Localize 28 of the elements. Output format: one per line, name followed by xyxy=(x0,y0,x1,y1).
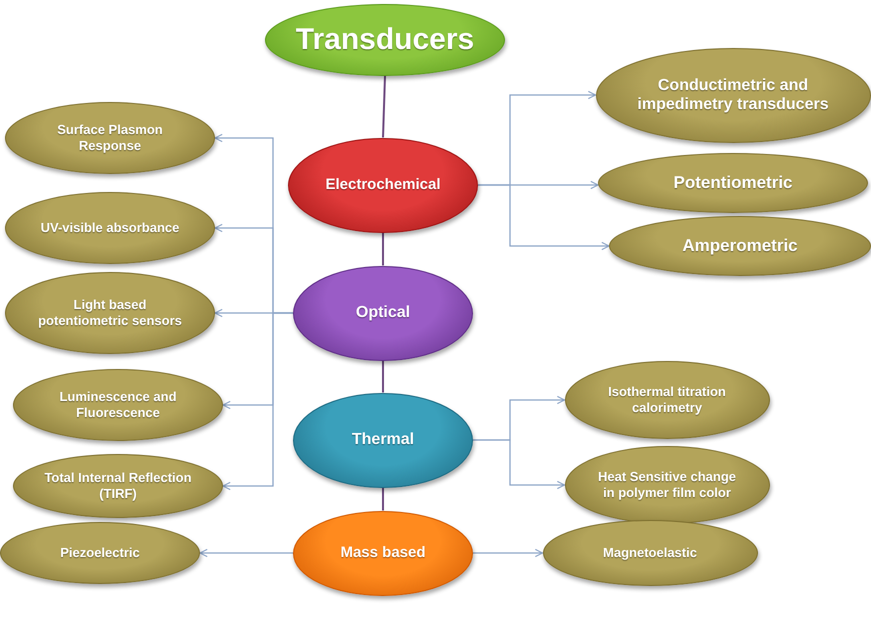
node-label: Optical xyxy=(356,303,410,323)
arrow xyxy=(473,439,566,490)
node-label: Electrochemical xyxy=(325,176,441,194)
node-label: Potentiometric xyxy=(673,172,793,194)
ellipse-node xyxy=(609,216,871,276)
node-label: Surface Plasmon Response xyxy=(56,122,164,154)
connector-line xyxy=(382,76,386,138)
connector-line xyxy=(382,232,384,266)
node-label: Isothermal titration calorimetry xyxy=(607,384,727,416)
node-label: Mass based xyxy=(340,544,426,562)
arrow xyxy=(222,312,293,490)
arrow xyxy=(473,548,544,558)
node-label: Heat Sensitive change in polymer film color xyxy=(597,469,737,501)
node-label: Conductimetric and impedimetry transducers xyxy=(636,76,830,114)
arrow xyxy=(478,184,610,250)
node-label: Light based potentiometric sensors xyxy=(37,297,183,329)
node-label: UV-visible absorbance xyxy=(40,220,180,236)
node-label: Magnetoelastic xyxy=(603,545,697,561)
arrow xyxy=(199,548,293,558)
connector-line xyxy=(382,360,384,392)
connector-line xyxy=(382,488,384,510)
title-text: Transducers xyxy=(296,22,474,58)
node-label: Amperometric xyxy=(682,236,798,256)
node-label: Piezoelectric xyxy=(60,545,140,561)
node-label: Total Internal Reflection (TIRF) xyxy=(43,470,193,502)
node-label: Thermal xyxy=(352,430,414,450)
node-label: Luminescence and Fluorescence xyxy=(58,389,178,421)
ellipse-node xyxy=(0,522,200,584)
